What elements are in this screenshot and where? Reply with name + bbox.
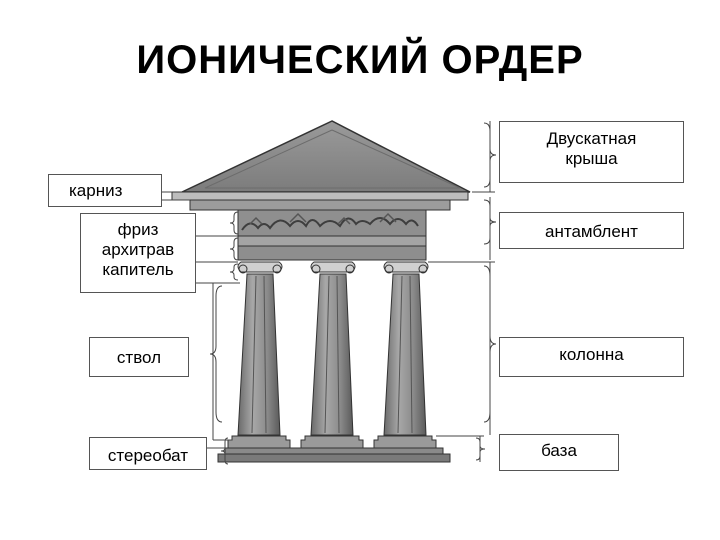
stereobate [217, 447, 451, 463]
label-shaft: ствол [89, 337, 189, 377]
label-gable-roof: Двускатная крыша [499, 121, 684, 183]
label-entablature-parts: фриз архитрав капитель [80, 213, 196, 293]
guide-lines [140, 121, 497, 465]
label-frieze: фриз [117, 220, 159, 239]
column-left [237, 261, 283, 436]
label-capital: капитель [102, 260, 174, 279]
label-base: база [499, 434, 619, 471]
label-architrave: архитрав [101, 240, 175, 259]
frieze [237, 209, 427, 237]
column-bases [227, 435, 437, 449]
label-cornice: карниз [48, 174, 162, 207]
column-right [383, 261, 429, 436]
label-column: колонна [499, 337, 684, 377]
label-entablature: антамблент [499, 212, 684, 249]
architrave [237, 235, 427, 261]
cornice [171, 191, 469, 211]
roof-pediment [181, 120, 471, 193]
diagram-title: ИОНИЧЕСКИЙ ОРДЕР [136, 38, 584, 82]
label-gable-roof-line2: крыша [565, 149, 618, 168]
label-stereobate: стереобат [89, 437, 207, 470]
label-gable-roof-line1: Двускатная [546, 129, 637, 148]
column-middle [310, 261, 356, 436]
